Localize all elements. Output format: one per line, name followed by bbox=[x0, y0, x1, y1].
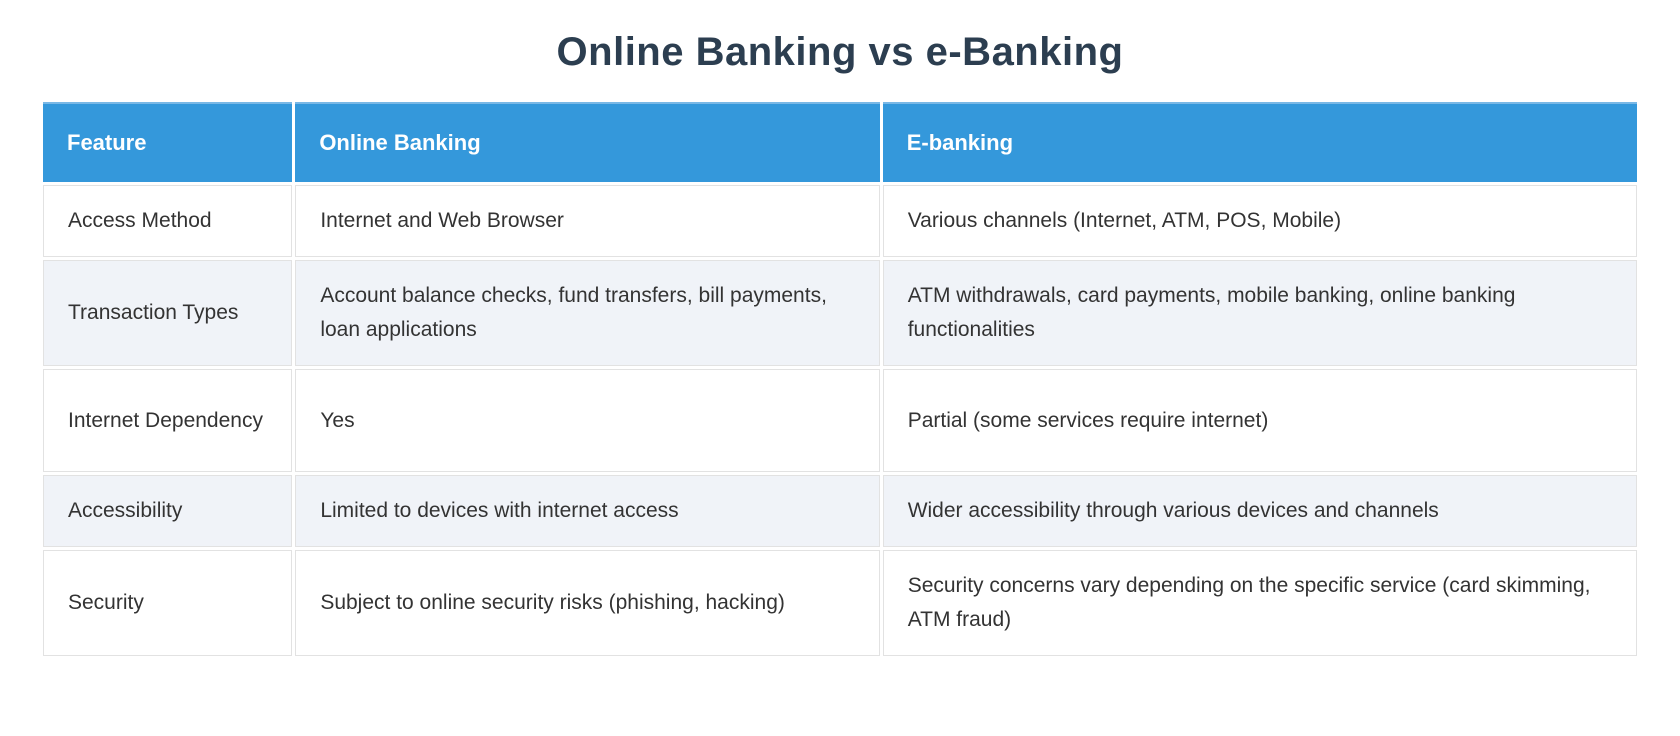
table-row: Security Subject to online security risk… bbox=[43, 550, 1637, 657]
cell-feature: Accessibility bbox=[43, 475, 293, 548]
cell-online-banking: Yes bbox=[295, 369, 880, 473]
cell-feature: Access Method bbox=[43, 185, 293, 258]
table-row: Access Method Internet and Web Browser V… bbox=[43, 185, 1637, 258]
column-header-feature: Feature bbox=[43, 102, 293, 182]
cell-online-banking: Internet and Web Browser bbox=[295, 185, 880, 258]
table-row: Internet Dependency Yes Partial (some se… bbox=[43, 369, 1637, 473]
table-row: Accessibility Limited to devices with in… bbox=[43, 475, 1637, 548]
cell-e-banking: Partial (some services require internet) bbox=[882, 369, 1637, 473]
column-header-e-banking: E-banking bbox=[882, 102, 1637, 182]
page-title: Online Banking vs e-Banking bbox=[556, 30, 1124, 74]
cell-feature: Security bbox=[43, 550, 293, 657]
cell-online-banking: Limited to devices with internet access bbox=[295, 475, 880, 548]
cell-e-banking: Various channels (Internet, ATM, POS, Mo… bbox=[882, 185, 1637, 258]
table-row: Transaction Types Account balance checks… bbox=[43, 260, 1637, 367]
cell-online-banking: Subject to online security risks (phishi… bbox=[295, 550, 880, 657]
cell-online-banking: Account balance checks, fund transfers, … bbox=[295, 260, 880, 367]
comparison-table: Feature Online Banking E-banking Access … bbox=[40, 99, 1640, 659]
cell-e-banking: ATM withdrawals, card payments, mobile b… bbox=[882, 260, 1637, 367]
column-header-online-banking: Online Banking bbox=[295, 102, 880, 182]
cell-feature: Internet Dependency bbox=[43, 369, 293, 473]
cell-e-banking: Wider accessibility through various devi… bbox=[882, 475, 1637, 548]
table-header-row: Feature Online Banking E-banking bbox=[43, 102, 1637, 182]
cell-e-banking: Security concerns vary depending on the … bbox=[882, 550, 1637, 657]
cell-feature: Transaction Types bbox=[43, 260, 293, 367]
